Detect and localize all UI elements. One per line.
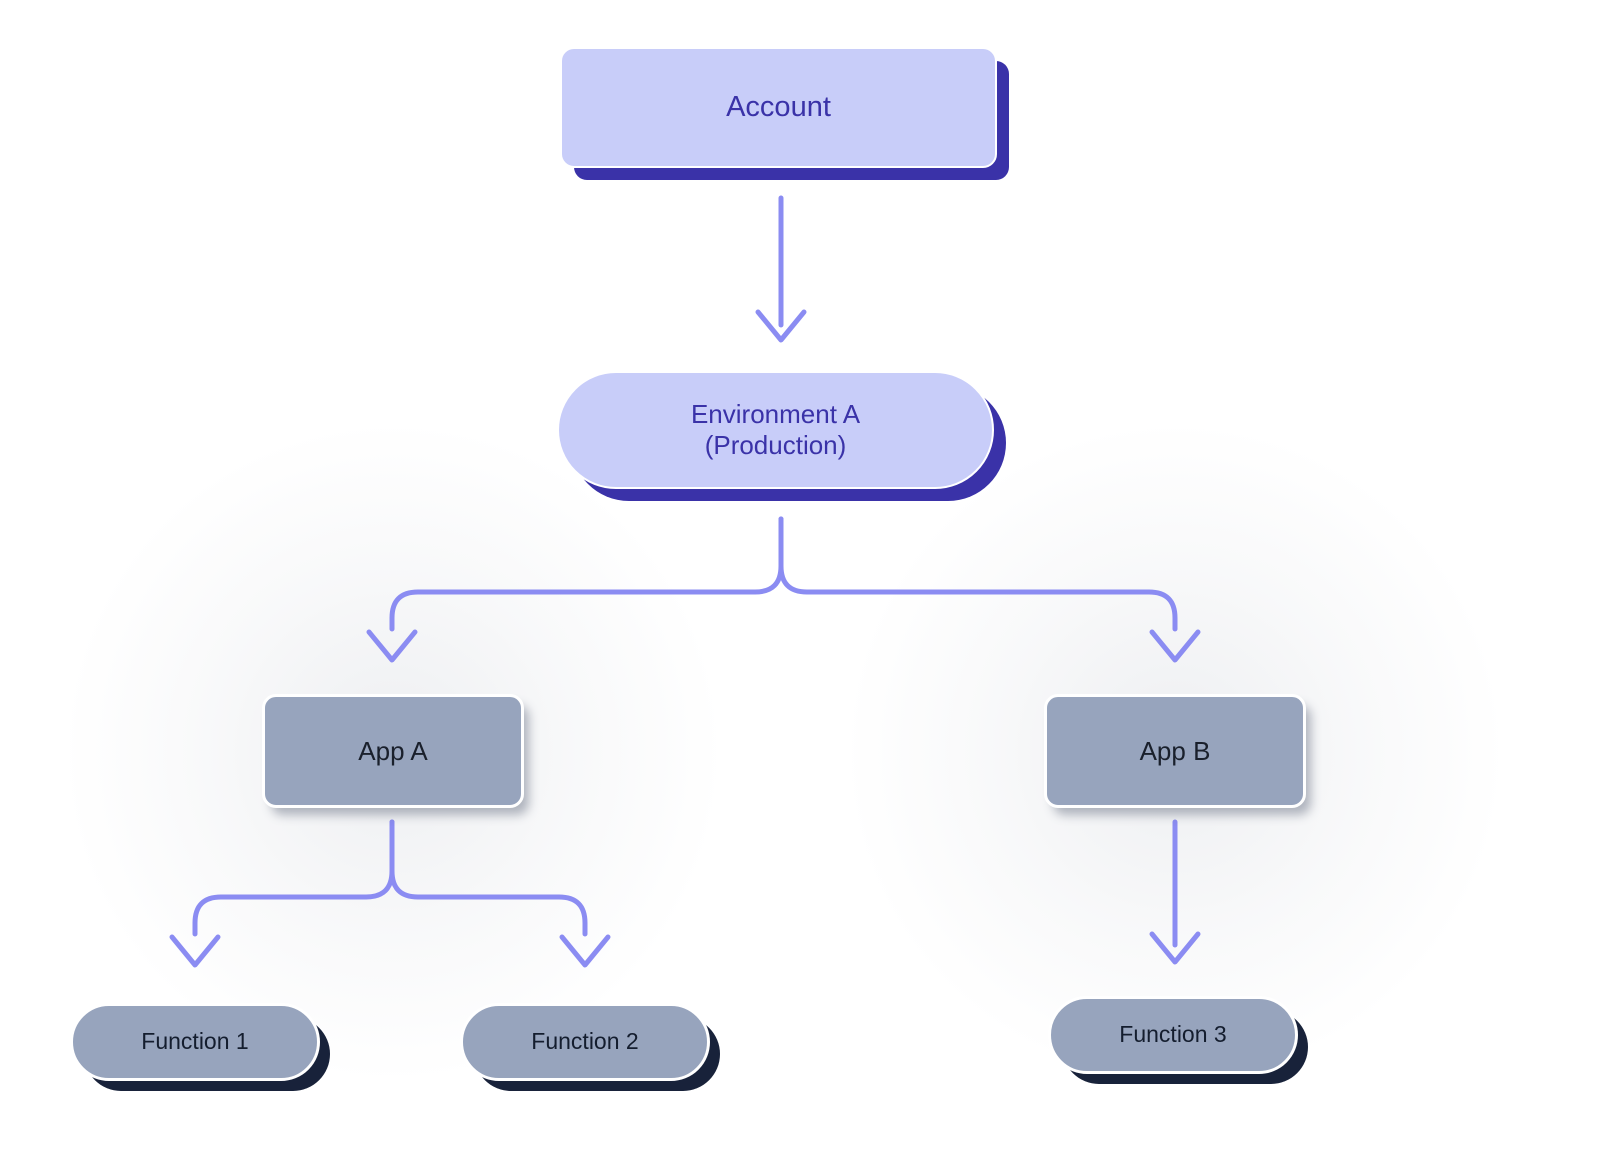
arrowhead-icon — [366, 629, 418, 663]
edge-account-to-environment — [755, 195, 807, 343]
arrowhead-icon — [169, 934, 221, 968]
edge-line — [389, 819, 588, 937]
node-function-1[interactable]: Function 1 — [70, 1003, 320, 1081]
node-label: Account — [726, 91, 831, 124]
edge-app-a-to-function-2 — [389, 819, 611, 968]
node-label: App A — [358, 735, 428, 766]
edge-app-b-to-function-3 — [1149, 819, 1201, 965]
node-environment-a[interactable]: Environment A (Production) — [557, 371, 994, 489]
node-label: App B — [1139, 735, 1211, 766]
arrowhead-icon — [755, 309, 807, 343]
node-label: Function 1 — [141, 1028, 249, 1055]
arrowhead-icon — [1149, 629, 1201, 663]
edge-line — [778, 516, 1178, 632]
node-account[interactable]: Account — [560, 47, 997, 168]
node-label: Function 2 — [531, 1028, 639, 1055]
node-function-3[interactable]: Function 3 — [1048, 996, 1298, 1074]
edge-app-a-to-function-1 — [169, 819, 395, 968]
arrowhead-icon — [1149, 931, 1201, 965]
edge-environment-to-app-b — [778, 516, 1201, 663]
node-label: Function 3 — [1119, 1021, 1227, 1048]
arrowhead-icon — [559, 934, 611, 968]
edge-environment-to-app-a — [366, 516, 784, 663]
edge-line — [192, 819, 395, 937]
node-label: Environment A (Production) — [690, 399, 861, 460]
node-app-a[interactable]: App A — [262, 694, 524, 808]
edge-line — [389, 516, 784, 632]
node-function-2[interactable]: Function 2 — [460, 1003, 710, 1081]
node-app-b[interactable]: App B — [1044, 694, 1306, 808]
